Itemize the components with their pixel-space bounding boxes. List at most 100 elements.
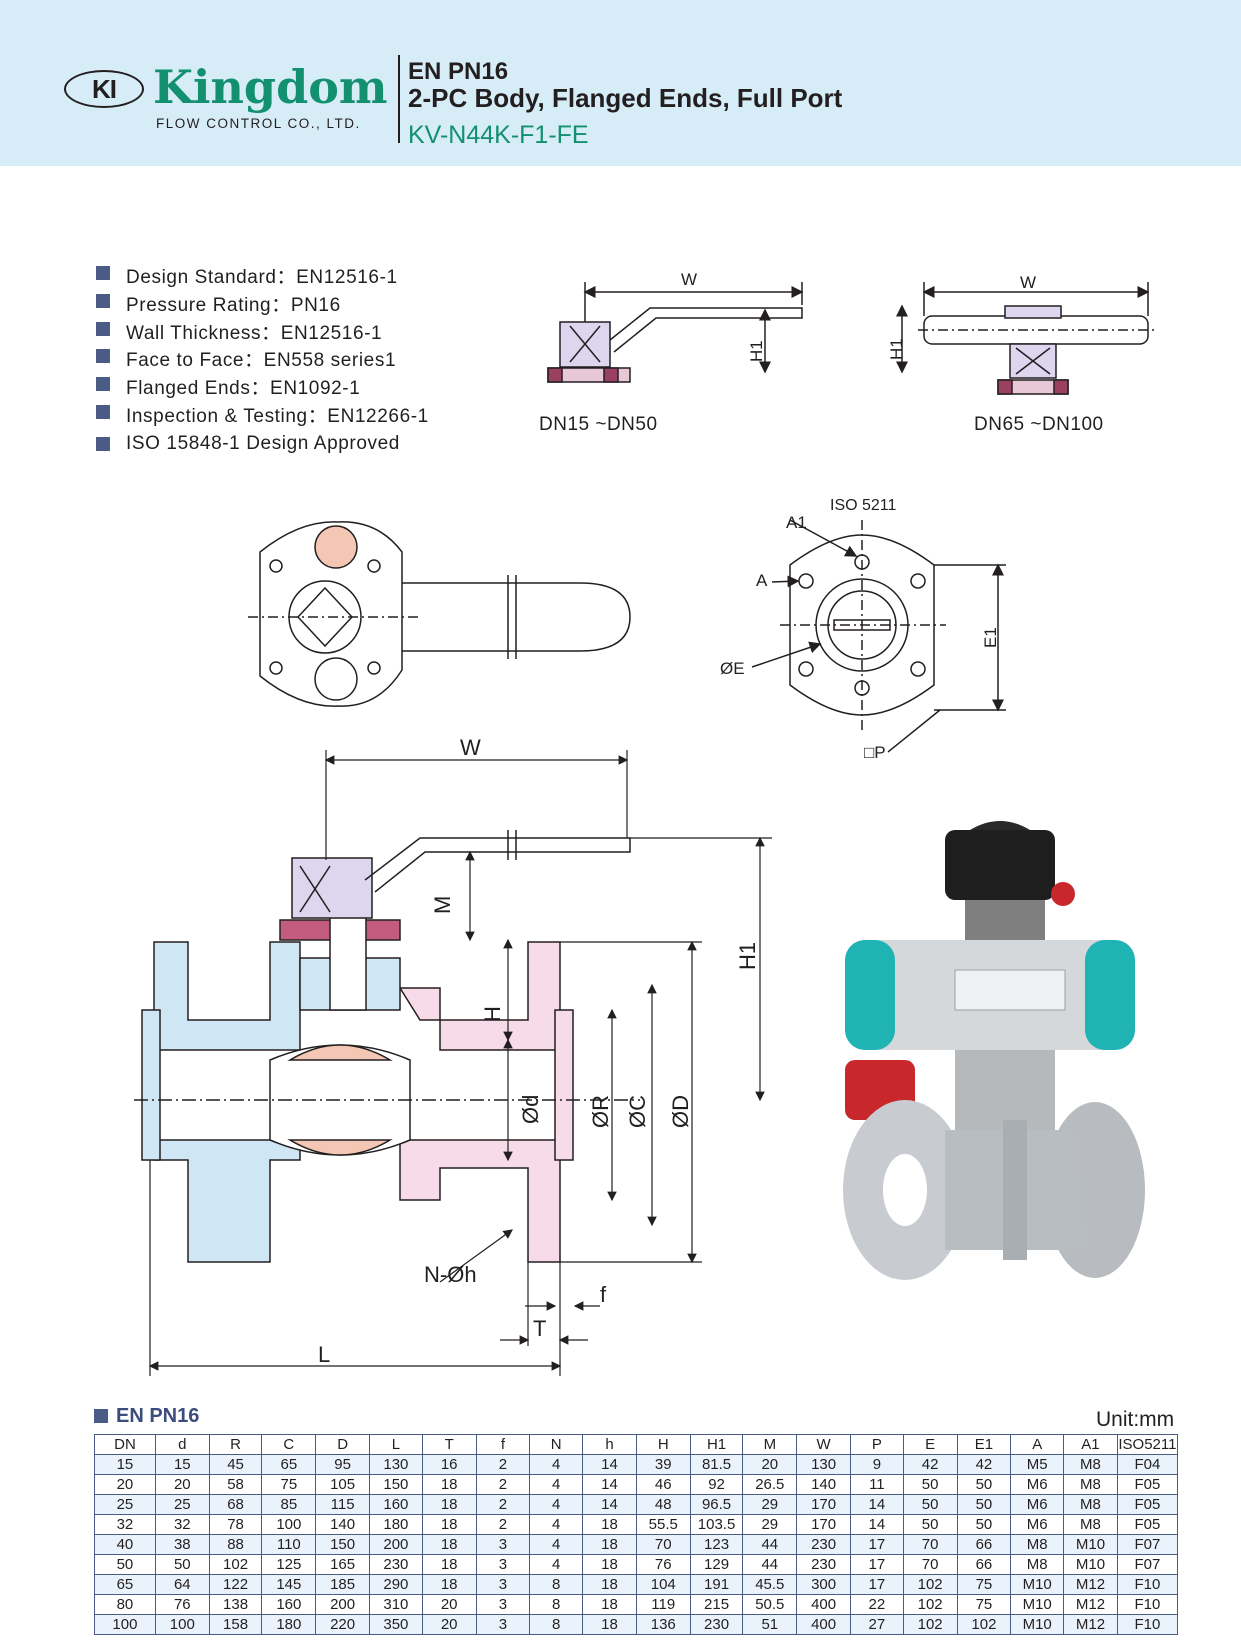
table-cell: M8	[1063, 1474, 1118, 1495]
dimension-lines	[148, 750, 772, 1376]
label-nh: N-Øh	[424, 1262, 477, 1287]
bullet-icon	[96, 321, 110, 336]
logo-subtitle: FLOW CONTROL CO., LTD.	[156, 116, 361, 131]
table-cell: 170	[796, 1494, 851, 1515]
table-cell: 230	[689, 1614, 744, 1635]
header-band: KI Kingdom FLOW CONTROL CO., LTD. EN PN1…	[0, 0, 1241, 166]
table-cell: M8	[1063, 1454, 1118, 1475]
table-cell: 129	[689, 1554, 744, 1575]
table-cell: 4	[529, 1494, 584, 1515]
table-cell: 123	[689, 1534, 744, 1555]
table-cell: 18	[421, 1514, 477, 1535]
label-h: H	[480, 1006, 505, 1022]
table-cell: 2	[475, 1474, 531, 1495]
label-c: ØC	[625, 1095, 650, 1128]
table-cell: 125	[261, 1554, 317, 1575]
table-cell: 8	[529, 1574, 584, 1595]
table-cell: 102	[902, 1594, 958, 1615]
table-cell: 70	[902, 1554, 958, 1575]
table-cell: 119	[635, 1594, 691, 1615]
table-cell: 220	[315, 1614, 370, 1635]
table-cell: 45	[208, 1454, 263, 1475]
table-cell: 18	[582, 1514, 637, 1535]
table-cell: M8	[1063, 1514, 1118, 1535]
table-cell: 105	[315, 1474, 370, 1495]
table-cell: M10	[1010, 1614, 1065, 1635]
table-cell: 18	[421, 1574, 477, 1595]
table-cell: 51	[742, 1614, 798, 1635]
table-cell: 20	[94, 1474, 156, 1495]
bullet-icon	[96, 349, 110, 364]
bullet-icon	[96, 293, 110, 308]
table-cell: 44	[742, 1554, 798, 1575]
section-view-drawing	[134, 830, 640, 1263]
label-t: T	[533, 1316, 546, 1341]
table-cell: 9	[849, 1454, 904, 1475]
column-header: D	[315, 1434, 370, 1455]
table-cell: 75	[956, 1574, 1012, 1595]
table-cell: 11	[849, 1474, 904, 1495]
label-iso5211: ISO 5211	[830, 497, 897, 514]
table-cell: 66	[956, 1534, 1012, 1555]
iso-flange-drawing	[751, 519, 1006, 753]
table-cell: 115	[315, 1494, 370, 1515]
caption-large-valve: DN65 ~DN100	[974, 414, 1104, 435]
spec-item: Wall Thickness：EN12516-1	[96, 318, 429, 346]
table-cell: 50.5	[742, 1594, 798, 1615]
table-cell: 20	[421, 1594, 477, 1615]
table-cell: F05	[1116, 1494, 1179, 1515]
spec-item: Flanged Ends：EN1092-1	[96, 373, 429, 401]
model-number: KV-N44K-F1-FE	[408, 121, 589, 149]
label-d-large: ØD	[668, 1095, 693, 1128]
table-cell: 96.5	[689, 1494, 744, 1515]
table-cell: 92	[689, 1474, 744, 1495]
spec-item: Pressure Rating：PN16	[96, 290, 429, 318]
table-cell: 4	[529, 1454, 584, 1475]
table-cell: 68	[208, 1494, 263, 1515]
table-cell: 18	[582, 1554, 637, 1575]
table-cell: 8	[529, 1614, 584, 1635]
table-cell: M12	[1063, 1574, 1118, 1595]
column-header: E1	[956, 1434, 1012, 1455]
table-cell: 290	[369, 1574, 423, 1595]
table-cell: M8	[1063, 1494, 1118, 1515]
table-title: EN PN16	[94, 1405, 199, 1428]
table-cell: 4	[529, 1554, 584, 1575]
table-cell: 150	[369, 1474, 423, 1495]
table-cell: 2	[475, 1454, 531, 1475]
header-divider	[398, 55, 400, 143]
table-cell: 140	[315, 1514, 370, 1535]
table-cell: M12	[1063, 1594, 1118, 1615]
table-cell: 48	[635, 1494, 691, 1515]
table-cell: 32	[154, 1514, 210, 1535]
table-cell: 310	[369, 1594, 423, 1615]
bullet-icon	[96, 377, 110, 392]
label-f: f	[600, 1282, 607, 1307]
table-cell: F07	[1116, 1534, 1179, 1555]
table-cell: 50	[902, 1514, 958, 1535]
bullet-icon	[96, 266, 110, 280]
table-cell: 102	[902, 1614, 958, 1635]
table-cell: 140	[796, 1474, 851, 1495]
table-cell: 15	[94, 1454, 156, 1475]
top-view-drawing	[248, 521, 631, 707]
table-cell: 44	[742, 1534, 798, 1555]
table-cell: 230	[796, 1554, 851, 1575]
table-cell: 50	[902, 1494, 958, 1515]
table-cell: 14	[582, 1494, 637, 1515]
table-cell: 18	[421, 1534, 477, 1555]
table-cell: 55.5	[635, 1514, 691, 1535]
table-cell: M12	[1063, 1614, 1118, 1635]
table-cell: 15	[154, 1454, 210, 1475]
table-cell: 17	[849, 1574, 904, 1595]
table-cell: 14	[849, 1494, 904, 1515]
large-valve-drawing	[896, 282, 1156, 395]
table-cell: 50	[956, 1474, 1012, 1495]
table-cell: 102	[208, 1554, 263, 1575]
